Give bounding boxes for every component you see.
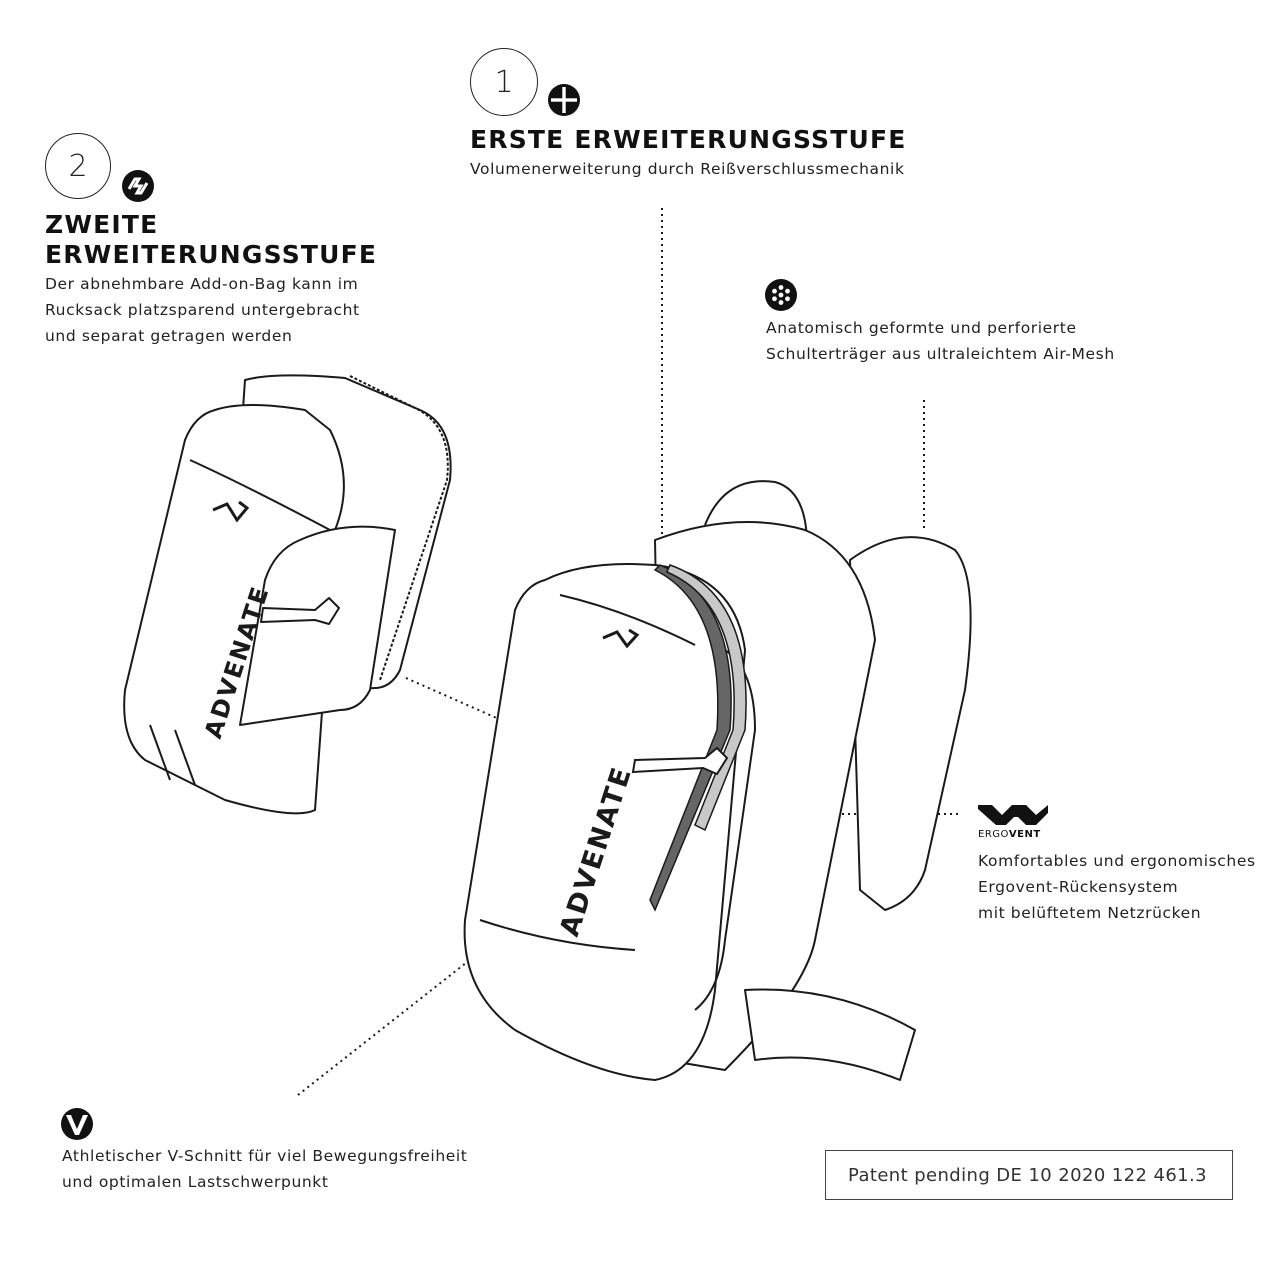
step-2-number: 2 (68, 148, 88, 184)
ergovent-logo-icon (978, 805, 1048, 825)
addon-bag-logo-mark (212, 500, 250, 523)
backpack-front-pocket (559, 594, 696, 646)
step-1-description: Volumenerweiterung durch Reißverschlussm… (470, 160, 905, 178)
vcut-desc-line-2: und optimalen Lastschwerpunkt (62, 1173, 329, 1191)
addon-bag-buckle (260, 597, 340, 625)
addon-bag-zipper-edge (349, 375, 449, 681)
step-2-description: Der abnehmbare Add-on-Bag kann im Rucksa… (45, 271, 360, 349)
perforation-icon (765, 279, 797, 311)
leader-line-addon (405, 677, 561, 747)
backpack-hipbelt (744, 988, 916, 1081)
ergovent-brand-bold: VENT (1008, 829, 1041, 840)
step-1-number: 1 (494, 64, 514, 100)
step-2-title: ZWEITE ERWEITERUNGSSTUFE (45, 210, 377, 270)
ergovent-desc-line-3: mit belüftetem Netzrücken (978, 904, 1202, 922)
patent-text: Patent pending DE 10 2020 122 461.3 (848, 1164, 1208, 1186)
addon-bag-illustration: ADVENATE (123, 374, 452, 815)
shoulder-description: Anatomisch geformte und perforierte Schu… (766, 315, 1115, 367)
step-2-desc-line-1: Der abnehmbare Add-on-Bag kann im (45, 275, 359, 293)
addon-bag-bottom (149, 724, 196, 786)
ergovent-brand-light: ERGO (978, 829, 1009, 840)
backpack-right-strap (849, 536, 972, 911)
step-2-title-line-2: ERWEITERUNGSSTUFE (45, 240, 378, 269)
addon-bag-flap (239, 525, 396, 726)
step-1-number-circle: 1 (470, 48, 538, 116)
ergovent-description: Komfortables und ergonomisches Ergovent-… (978, 848, 1256, 926)
v-cut-icon (61, 1108, 93, 1140)
step-1-title: ERSTE ERWEITERUNGSSTUFE (470, 125, 907, 154)
patent-box: Patent pending DE 10 2020 122 461.3 (825, 1150, 1233, 1200)
step-2-title-line-1: ZWEITE (45, 210, 159, 239)
vcut-desc-line-1: Athletischer V-Schnitt für viel Bewegung… (62, 1147, 468, 1165)
shoulder-desc-line-2: Schulterträger aus ultraleichtem Air-Mes… (766, 345, 1115, 363)
ergovent-desc-line-1: Komfortables und ergonomisches (978, 852, 1256, 870)
double-arrow-icon (122, 170, 154, 202)
addon-bag-top-pocket (189, 459, 331, 531)
step-2-number-circle: 2 (45, 133, 111, 199)
backpack-zipper-light (666, 564, 747, 832)
backpack-logo-mark (602, 628, 640, 649)
backpack-illustration: ADVENATE (463, 480, 972, 1081)
shoulder-desc-line-1: Anatomisch geformte und perforierte (766, 319, 1077, 337)
plus-circle-icon (548, 84, 580, 116)
backpack-front-body (463, 563, 746, 1081)
ergovent-brand-label: ERGOVENT (978, 829, 1041, 840)
ergovent-desc-line-2: Ergovent-Rückensystem (978, 878, 1179, 896)
backpack-chest-buckle (631, 746, 729, 776)
step-2-desc-line-3: und separat getragen werden (45, 327, 293, 345)
backpack-bottom (479, 919, 636, 951)
backpack-top-handle (704, 480, 808, 541)
step-2-desc-line-2: Rucksack platzsparend untergebracht (45, 301, 360, 319)
vcut-description: Athletischer V-Schnitt für viel Bewegung… (62, 1143, 468, 1195)
